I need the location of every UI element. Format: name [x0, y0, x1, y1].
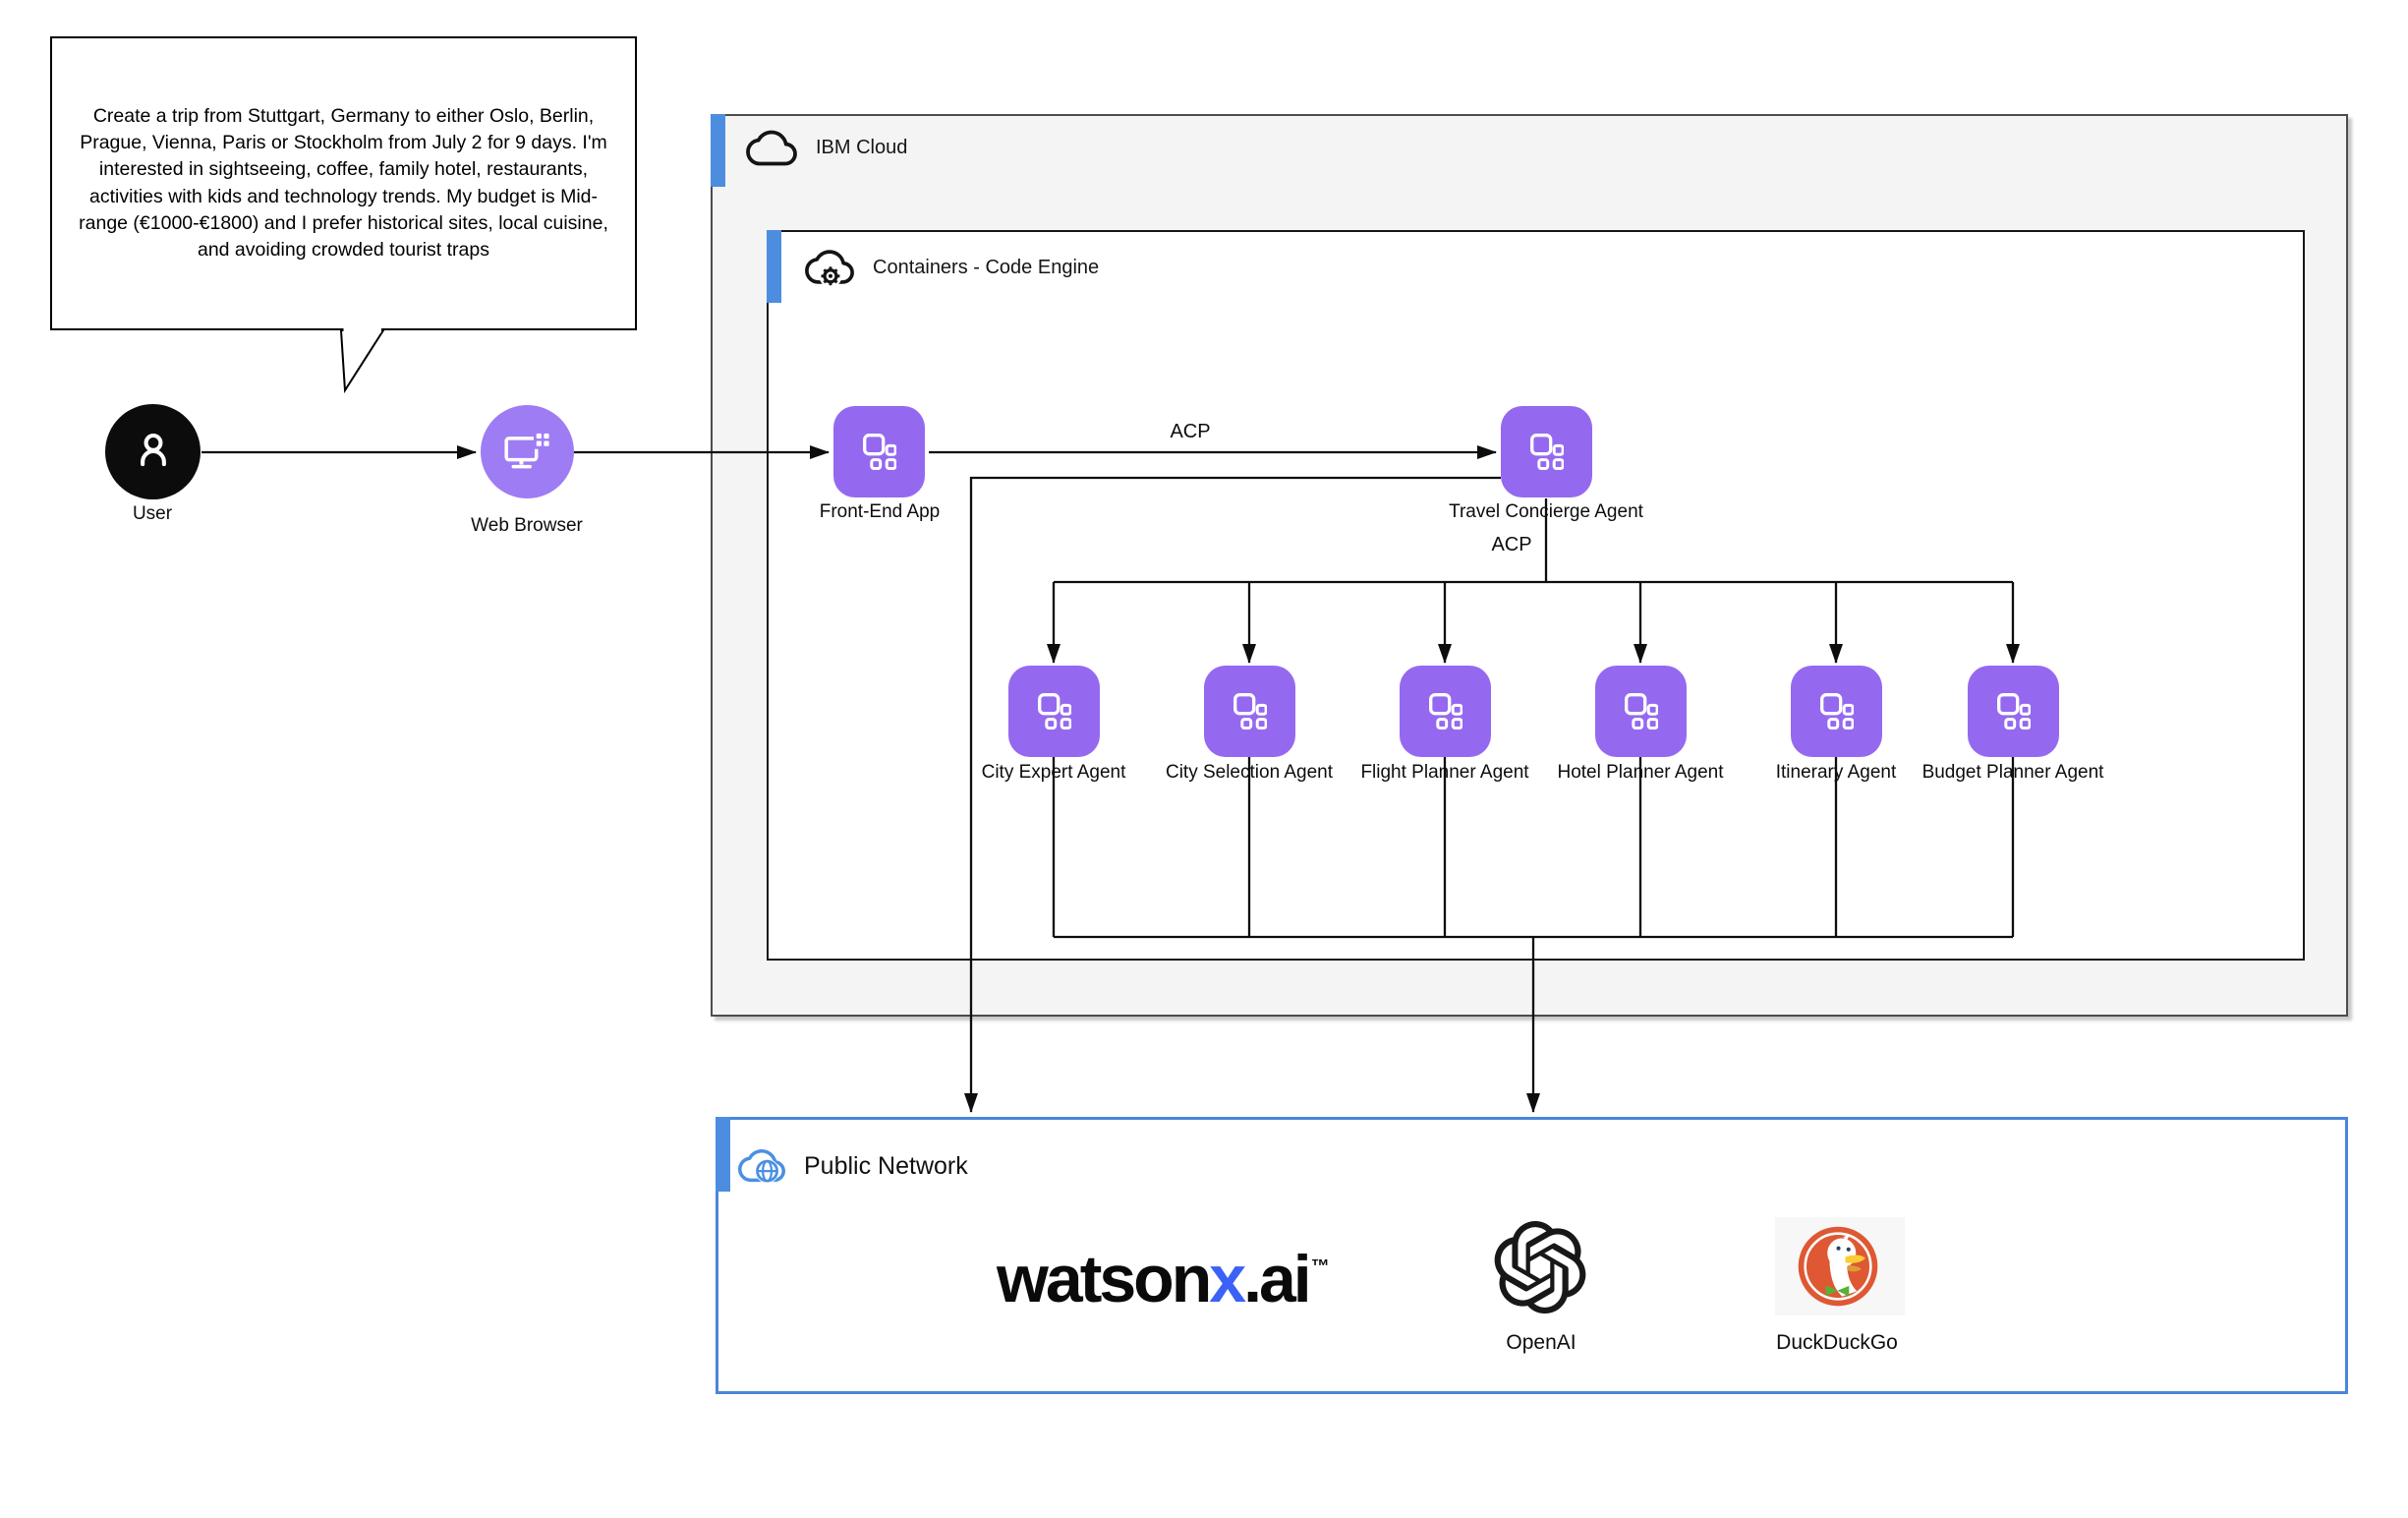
hotel-planner-agent-node	[1595, 666, 1687, 757]
acp-label-mid: ACP	[1491, 534, 1532, 555]
public-network-container	[716, 1117, 2348, 1394]
code-engine-label: Containers - Code Engine	[873, 256, 1100, 278]
app-squares-icon	[863, 434, 896, 471]
public-network-accent-bar	[716, 1117, 730, 1192]
cloud-icon	[745, 127, 798, 168]
web-browser-node	[481, 405, 574, 498]
code-engine-accent-bar	[767, 230, 781, 303]
speech-bubble-tail	[339, 329, 385, 394]
front-end-app-node	[833, 406, 925, 497]
monitor-icon	[504, 432, 551, 473]
city-selection-agent-node	[1204, 666, 1295, 757]
app-squares-icon	[1233, 693, 1267, 730]
duckduckgo-logo	[1796, 1224, 1880, 1309]
openai-logo	[1494, 1221, 1586, 1314]
openai-label: OpenAI	[1506, 1331, 1577, 1354]
budget-planner-agent-label: Budget Planner Agent	[1921, 762, 2104, 783]
cloud-globe-icon	[737, 1145, 786, 1187]
app-squares-icon	[1530, 434, 1564, 471]
city-expert-agent-node	[1008, 666, 1100, 757]
travel-concierge-agent-label: Travel Concierge Agent	[1449, 501, 1643, 522]
cloud-gear-icon	[804, 247, 855, 288]
code-engine-header: Containers - Code Engine	[804, 244, 1099, 291]
acp-label-top: ACP	[1170, 421, 1211, 442]
app-squares-icon	[1997, 693, 2031, 730]
code-engine-container	[767, 230, 2305, 961]
user-request-speech-bubble: Create a trip from Stuttgart, Germany to…	[50, 36, 637, 330]
public-network-header: Public Network	[737, 1140, 968, 1192]
app-squares-icon	[1038, 693, 1071, 730]
ibm-cloud-label: IBM Cloud	[816, 136, 908, 158]
user-request-text: Create a trip from Stuttgart, Germany to…	[79, 104, 608, 262]
app-squares-icon	[1820, 693, 1854, 730]
ibm-cloud-header: IBM Cloud	[745, 124, 907, 171]
person-icon	[131, 430, 176, 475]
public-network-label: Public Network	[804, 1151, 968, 1180]
duckduckgo-label: DuckDuckGo	[1776, 1331, 1898, 1354]
travel-concierge-agent-node	[1501, 406, 1592, 497]
ibm-cloud-accent-bar	[711, 114, 725, 187]
watsonx-logo-part1: watson	[997, 1242, 1212, 1316]
user-label: User	[132, 503, 173, 524]
watsonx-logo-suffix: .ai	[1243, 1242, 1312, 1316]
app-squares-icon	[1625, 693, 1658, 730]
app-squares-icon	[1429, 693, 1462, 730]
user-node	[105, 404, 201, 499]
front-end-app-label: Front-End App	[819, 501, 941, 522]
web-browser-label: Web Browser	[471, 515, 583, 536]
budget-planner-agent-node	[1968, 666, 2059, 757]
watsonx-logo-x: x	[1209, 1242, 1246, 1316]
watsonx-trademark: ™	[1310, 1256, 1330, 1278]
itinerary-agent-node	[1791, 666, 1882, 757]
flight-planner-agent-node	[1400, 666, 1491, 757]
